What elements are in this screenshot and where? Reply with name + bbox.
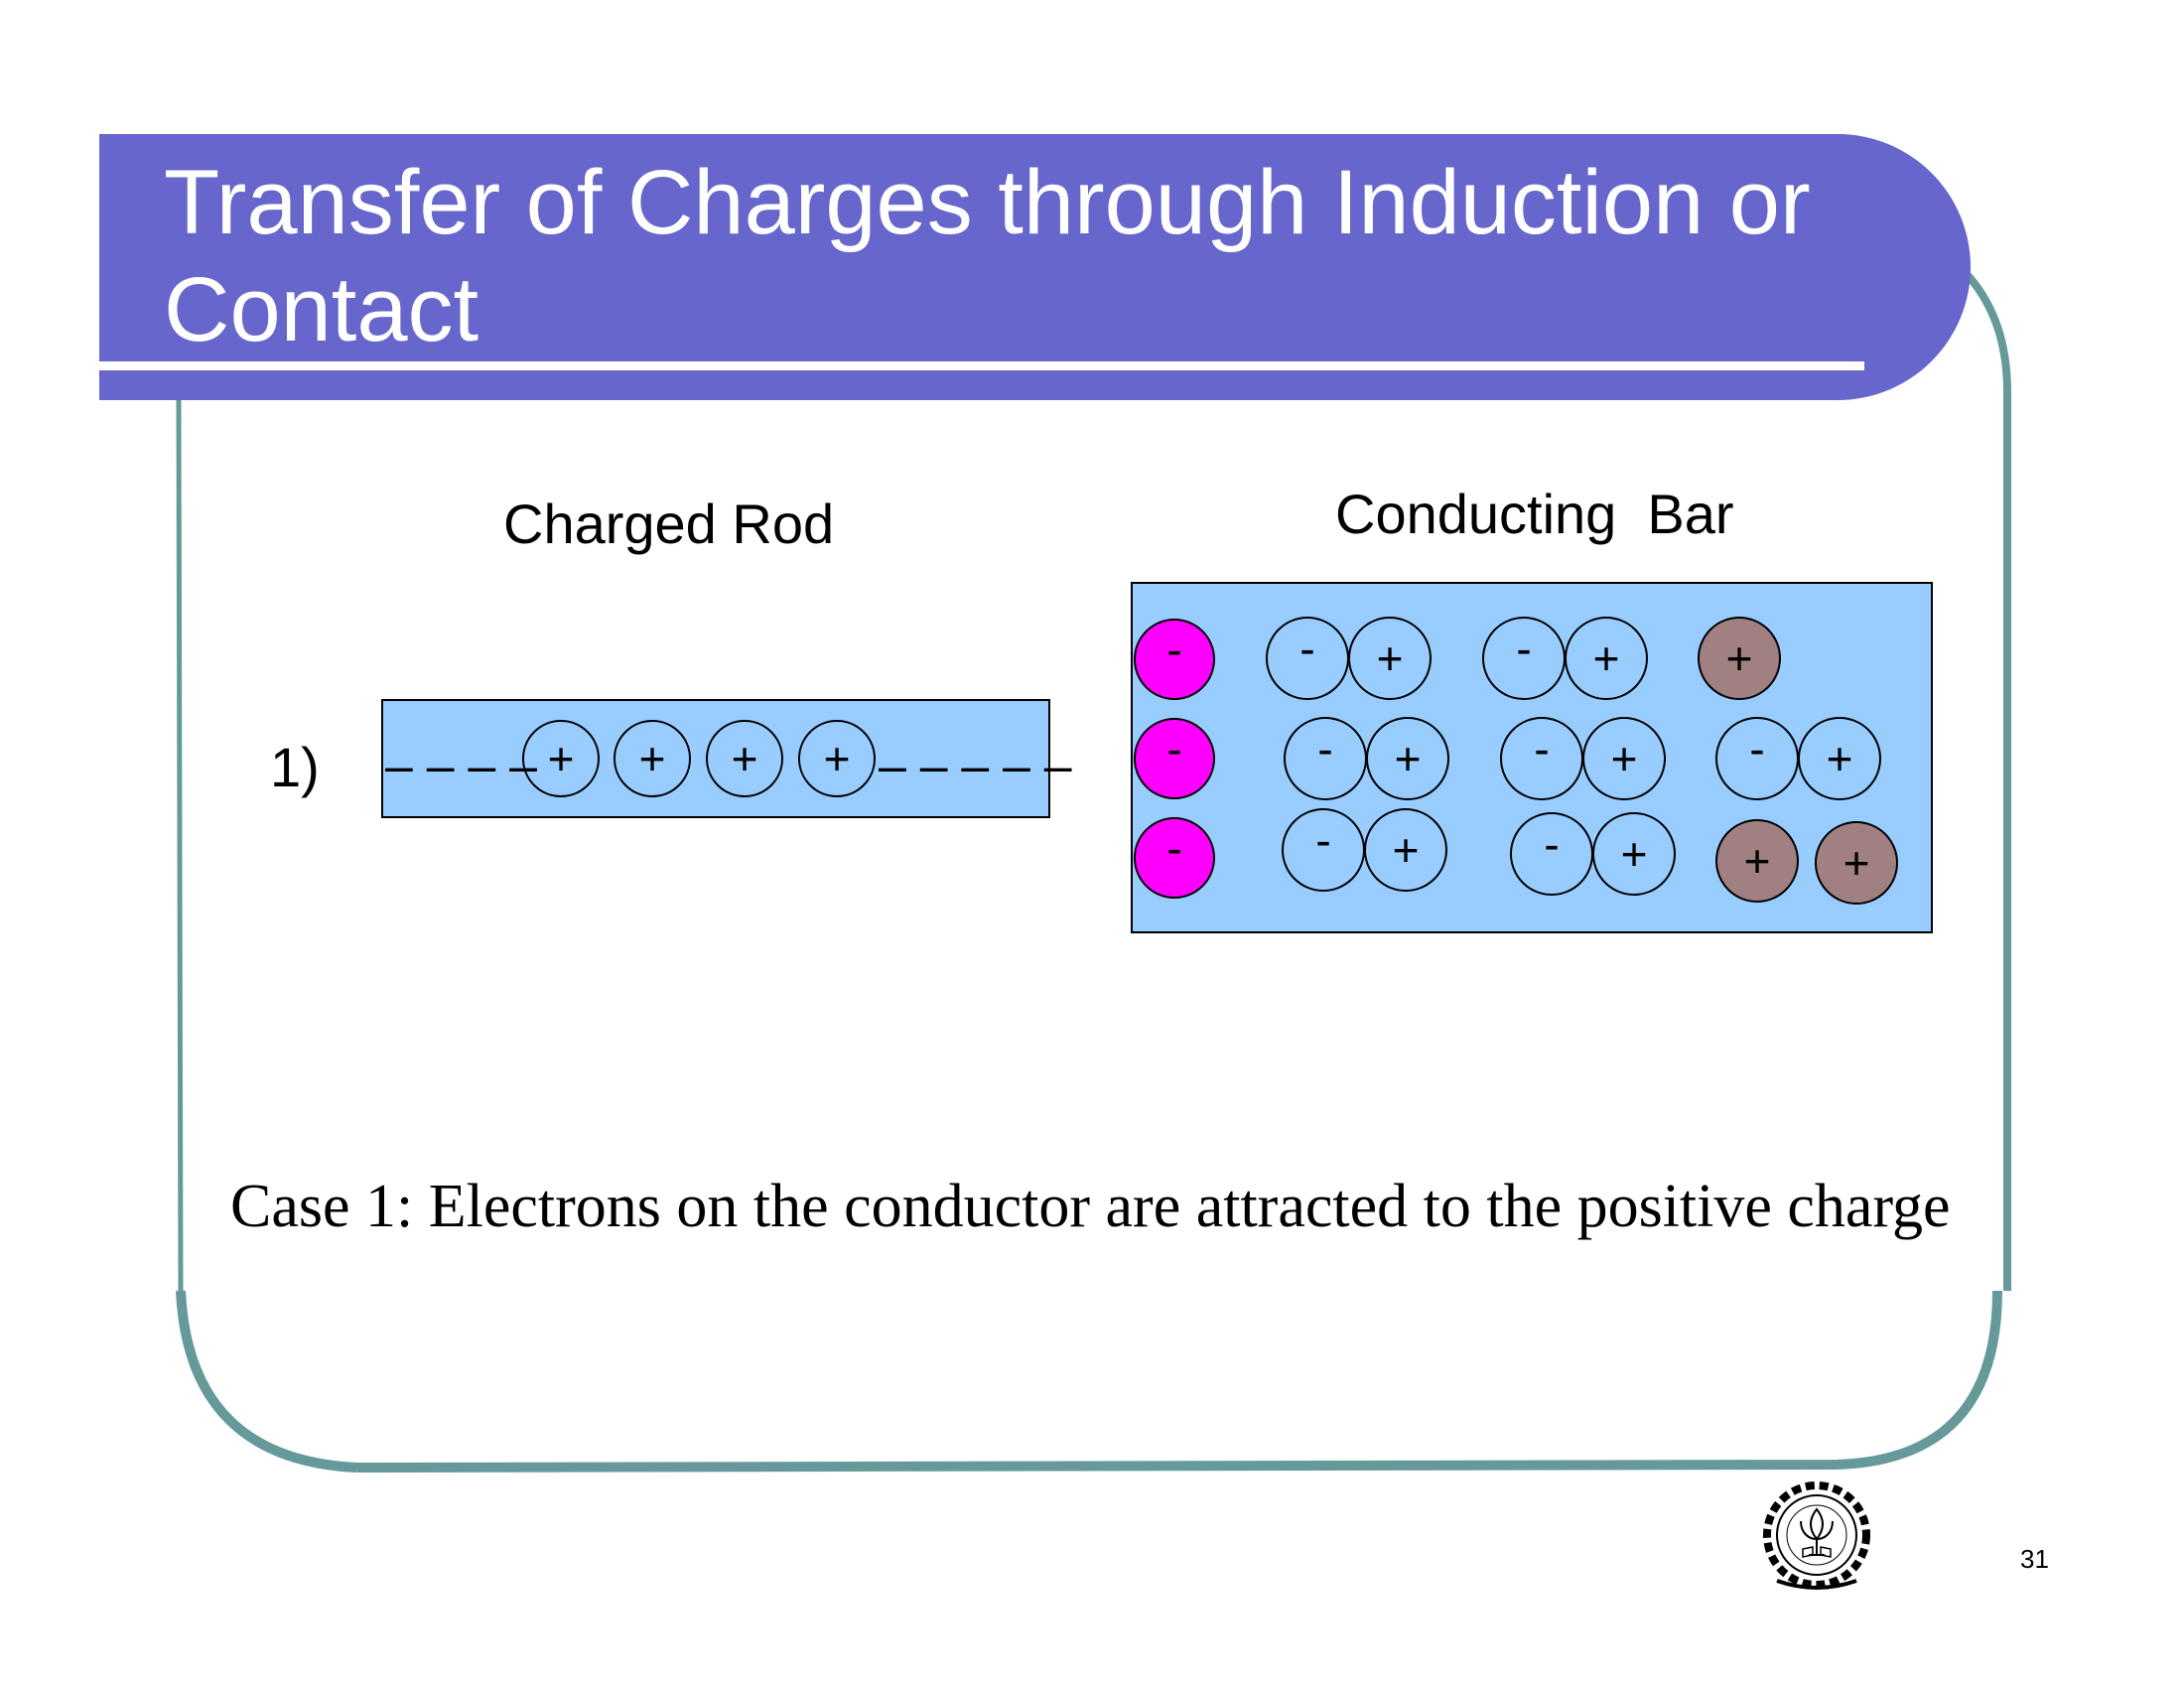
bound-negative-charge-symbol: - — [1516, 623, 1531, 674]
case-caption: Case 1: Electrons on the conductor are a… — [230, 1173, 1951, 1240]
bound-negative-charge-symbol: - — [1749, 723, 1764, 774]
bound-positive-charge-circle — [1366, 717, 1449, 800]
exposed-positive-charge-symbol: + — [1726, 633, 1753, 684]
exposed-positive-charge-circle — [1715, 819, 1799, 903]
exposed-positive-charge: + — [1815, 821, 1898, 905]
rod-positive-charge: + — [798, 720, 876, 797]
rod-positive-charge-circle — [614, 720, 691, 797]
bound-negative-charge-symbol: - — [1534, 723, 1549, 774]
bound-positive-charge: + — [1592, 812, 1676, 896]
free-electron-symbol: - — [1166, 822, 1181, 874]
free-electron: - — [1134, 718, 1215, 799]
rod-positive-charge-symbol: + — [639, 733, 666, 784]
free-electron: - — [1134, 817, 1215, 899]
bound-positive-charge-symbol: + — [1393, 824, 1420, 876]
bound-positive-charge-symbol: + — [1611, 733, 1638, 784]
rod-charges: + + + + — [522, 720, 876, 797]
rod-positive-charge-circle — [522, 720, 600, 797]
title-banner — [99, 134, 1971, 400]
bound-positive-charge: + — [1798, 717, 1881, 800]
charged-rod — [381, 699, 1050, 818]
bound-positive-charge-symbol: + — [1621, 828, 1648, 880]
bound-positive-charge-circle — [1348, 617, 1432, 700]
rod-positive-charge: + — [706, 720, 783, 797]
bound-positive-charge-symbol: + — [1827, 733, 1853, 784]
conducting-bar — [1131, 582, 1933, 933]
bound-positive-charge-circle — [1582, 717, 1666, 800]
bound-positive-charge-symbol: + — [1377, 633, 1404, 684]
bound-positive-charge-circle — [1798, 717, 1881, 800]
conducting-bar-label: Conducting Bar — [1335, 483, 1734, 545]
bound-negative-charge-symbol: - — [1544, 818, 1559, 870]
bound-positive-charge-circle — [1565, 617, 1648, 700]
bound-positive-charge: + — [1348, 617, 1432, 700]
bound-positive-charge: + — [1366, 717, 1449, 800]
free-electron-circle — [1134, 817, 1215, 899]
rod-positive-charge-symbol: + — [824, 733, 851, 784]
exposed-positive-charge: + — [1715, 819, 1799, 903]
free-electron: - — [1134, 619, 1215, 700]
rod-positive-charge-circle — [798, 720, 876, 797]
exposed-positive-charge-circle — [1698, 617, 1781, 700]
bound-positive-charge-symbol: + — [1593, 633, 1620, 684]
case-number-label: 1) — [270, 736, 320, 798]
bound-negative-charge-symbol: - — [1299, 623, 1314, 674]
bar-charges: ----+-+-+-+-+-+-++++ — [1134, 617, 1898, 905]
charged-rod-label: Charged Rod — [503, 492, 835, 555]
bound-positive-charge-symbol: + — [1395, 733, 1422, 784]
free-electron-circle — [1134, 619, 1215, 700]
rod-positive-charge: + — [522, 720, 600, 797]
rod-left-dashes: – – – – — [385, 738, 537, 793]
rod-right-dashes: – – – – – — [879, 738, 1072, 793]
free-electron-symbol: - — [1166, 723, 1181, 774]
bound-positive-charge: + — [1565, 617, 1648, 700]
page-number: 31 — [2020, 1544, 2049, 1574]
slide-title: Transfer of Charges through Induction or… — [164, 152, 1811, 360]
bound-positive-charge: + — [1582, 717, 1666, 800]
rod-positive-charge-circle — [706, 720, 783, 797]
exposed-positive-charge-symbol: + — [1843, 837, 1870, 889]
exposed-positive-charge-symbol: + — [1744, 835, 1771, 887]
title-divider — [99, 361, 1864, 370]
institute-logo-icon — [1763, 1481, 1870, 1590]
rod-positive-charge-symbol: + — [732, 733, 758, 784]
bound-negative-charge-symbol: - — [1315, 814, 1330, 866]
rod-positive-charge-symbol: + — [548, 733, 575, 784]
bound-positive-charge-circle — [1364, 808, 1447, 892]
rod-positive-charge: + — [614, 720, 691, 797]
exposed-positive-charge-circle — [1815, 821, 1898, 905]
free-electron-symbol: - — [1166, 624, 1181, 675]
exposed-positive-charge: + — [1698, 617, 1781, 700]
bound-negative-charge-symbol: - — [1317, 723, 1332, 774]
bound-positive-charge-circle — [1592, 812, 1676, 896]
bound-positive-charge: + — [1364, 808, 1447, 892]
free-electron-circle — [1134, 718, 1215, 799]
